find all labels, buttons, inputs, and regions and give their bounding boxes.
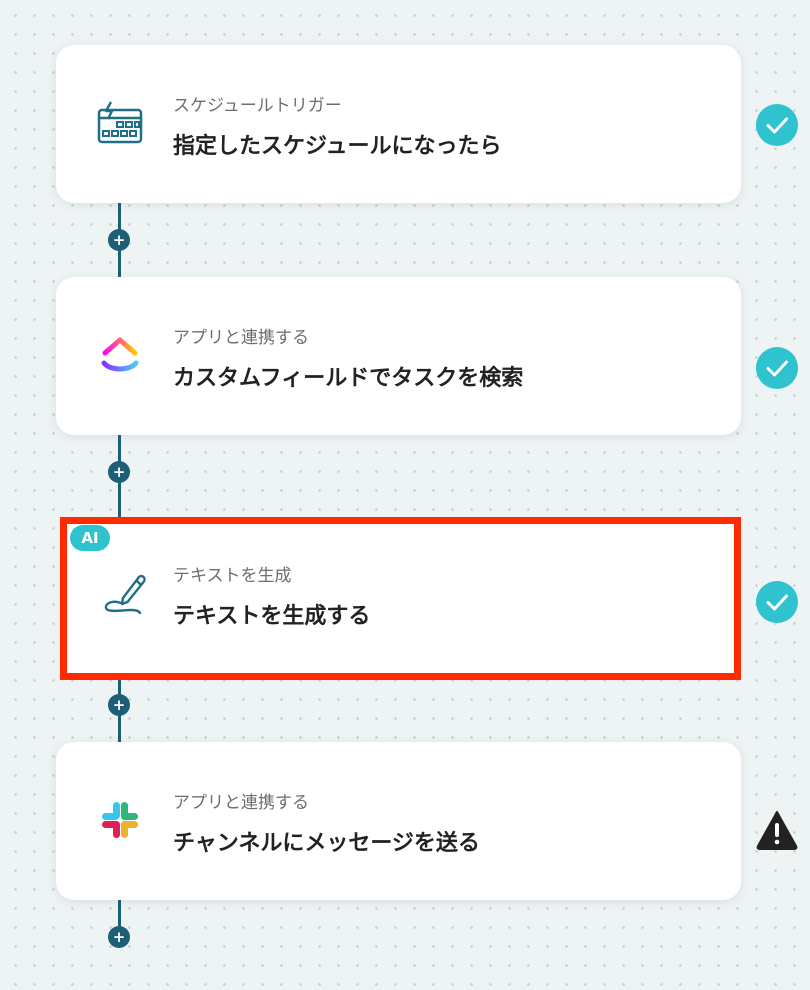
step-subtitle: テキストを生成 <box>173 566 292 586</box>
step-title: テキストを生成する <box>173 604 371 629</box>
check-icon <box>756 104 798 146</box>
step-title: 指定したスケジュールになったら <box>173 134 502 159</box>
warning-icon <box>756 809 798 851</box>
add-step-button[interactable]: + <box>108 229 130 251</box>
check-icon <box>756 347 798 389</box>
flow-step-card-schedule-trigger[interactable]: スケジュールトリガー 指定したスケジュールになったら <box>56 45 741 203</box>
ai-badge: AI <box>70 525 110 551</box>
step-subtitle: スケジュールトリガー <box>173 96 342 116</box>
step-subtitle: アプリと連携する <box>173 328 309 348</box>
add-step-button[interactable]: + <box>108 926 130 948</box>
add-step-button[interactable]: + <box>108 694 130 716</box>
step-subtitle: アプリと連携する <box>173 793 309 813</box>
step-title: カスタムフィールドでタスクを検索 <box>173 366 524 391</box>
pen-icon <box>101 569 149 617</box>
step-title: チャンネルにメッセージを送る <box>173 831 480 856</box>
schedule-trigger-icon <box>96 99 144 147</box>
flow-connector-line <box>118 900 121 938</box>
check-icon <box>756 581 798 623</box>
flow-step-card-clickup[interactable]: アプリと連携する カスタムフィールドでタスクを検索 <box>56 277 741 435</box>
slack-logo-icon <box>96 796 144 844</box>
flow-step-card-generate-text[interactable]: AI テキストを生成 テキストを生成する <box>60 517 741 680</box>
add-step-button[interactable]: + <box>108 461 130 483</box>
clickup-logo-icon <box>96 331 144 379</box>
flow-step-card-slack[interactable]: アプリと連携する チャンネルにメッセージを送る <box>56 742 741 900</box>
